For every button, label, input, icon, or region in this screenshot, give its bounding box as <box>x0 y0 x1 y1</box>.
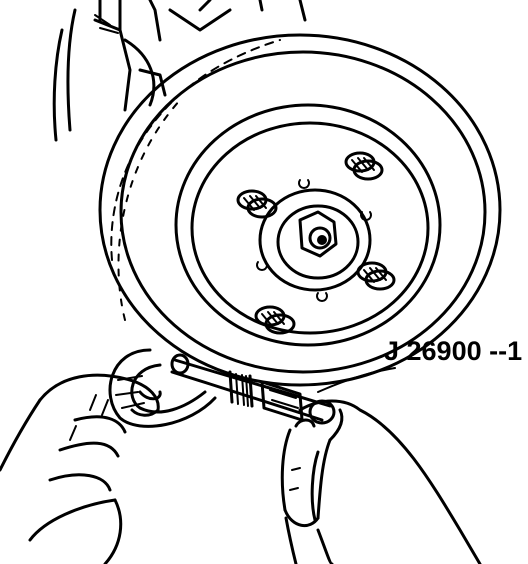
leader-line <box>317 367 396 393</box>
brake-rotor <box>98 33 502 387</box>
wheel-hub <box>256 179 372 302</box>
lug-stud <box>254 305 296 335</box>
left-hand <box>0 373 162 564</box>
micrometer <box>108 348 336 428</box>
tool-number-label: J 26900 --1 <box>384 336 523 366</box>
lug-stud <box>236 189 278 219</box>
steering-knuckle <box>52 0 307 142</box>
right-hand <box>280 399 482 564</box>
lug-stud <box>344 151 384 181</box>
lug-stud <box>356 261 396 291</box>
lug-studs <box>236 151 396 335</box>
